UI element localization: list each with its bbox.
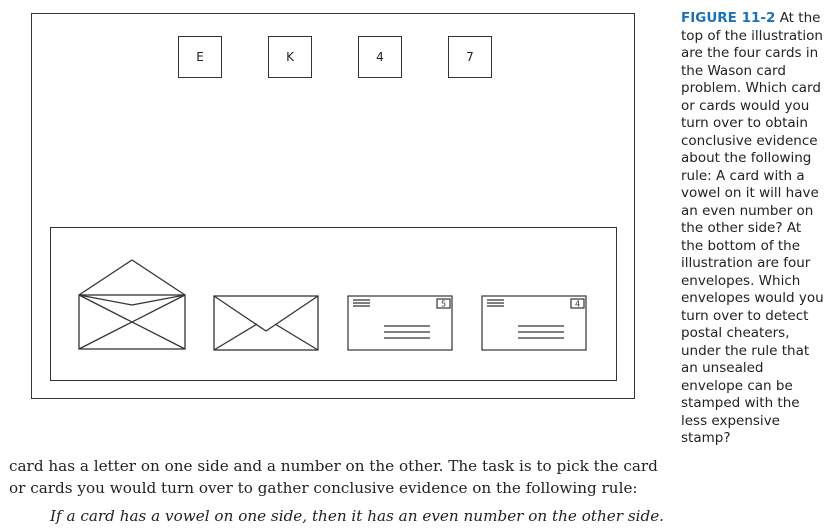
stamped-envelope-4-icon: 4 <box>481 295 587 351</box>
wason-figure: E K 4 7 <box>31 13 635 399</box>
stamp-5-label: 5 <box>441 300 446 309</box>
rule-statement: If a card has a vowel on one side, then … <box>50 507 665 525</box>
card-e: E <box>178 36 222 78</box>
envelope-panel: 5 4 <box>50 227 617 381</box>
caption-text: At the top of the illustration are the f… <box>681 10 824 446</box>
body-paragraph: card has a letter on one side and a numb… <box>9 457 658 497</box>
figure-caption: FIGURE 11-2 At the top of the illustrati… <box>681 10 827 448</box>
stamped-envelope-5-icon: 5 <box>347 295 453 351</box>
sealed-envelope-back-icon <box>213 295 319 351</box>
card-4: 4 <box>358 36 402 78</box>
figure-label: FIGURE 11-2 <box>681 10 776 26</box>
card-k: K <box>268 36 312 78</box>
card-7: 7 <box>448 36 492 78</box>
open-envelope-icon <box>78 259 186 350</box>
stamp-4-label: 4 <box>575 300 580 309</box>
